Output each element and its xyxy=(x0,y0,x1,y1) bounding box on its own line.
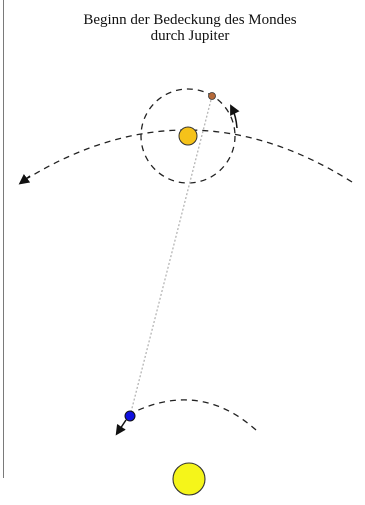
left-border-line xyxy=(3,0,4,478)
sun-body xyxy=(172,462,206,496)
moon-body xyxy=(208,92,216,100)
title-line-1: Beginn der Bedeckung des Mondes xyxy=(83,12,297,28)
jupiter-orbit-arc xyxy=(27,129,353,183)
jupiter-body xyxy=(178,126,198,146)
earth-orbit-arrow xyxy=(115,419,127,436)
earth-body xyxy=(124,410,136,422)
earth-orbit-arc xyxy=(131,399,257,431)
moon-orbit-arrow xyxy=(230,104,240,129)
diagram-title: Beginn der Bedeckung des Mondes durch Ju… xyxy=(40,12,340,44)
jupiter-orbit-arrow xyxy=(18,174,31,185)
moon-orbit-circle xyxy=(140,88,236,184)
line-of-sight xyxy=(129,95,213,417)
title-line-2: durch Jupiter xyxy=(150,28,230,44)
